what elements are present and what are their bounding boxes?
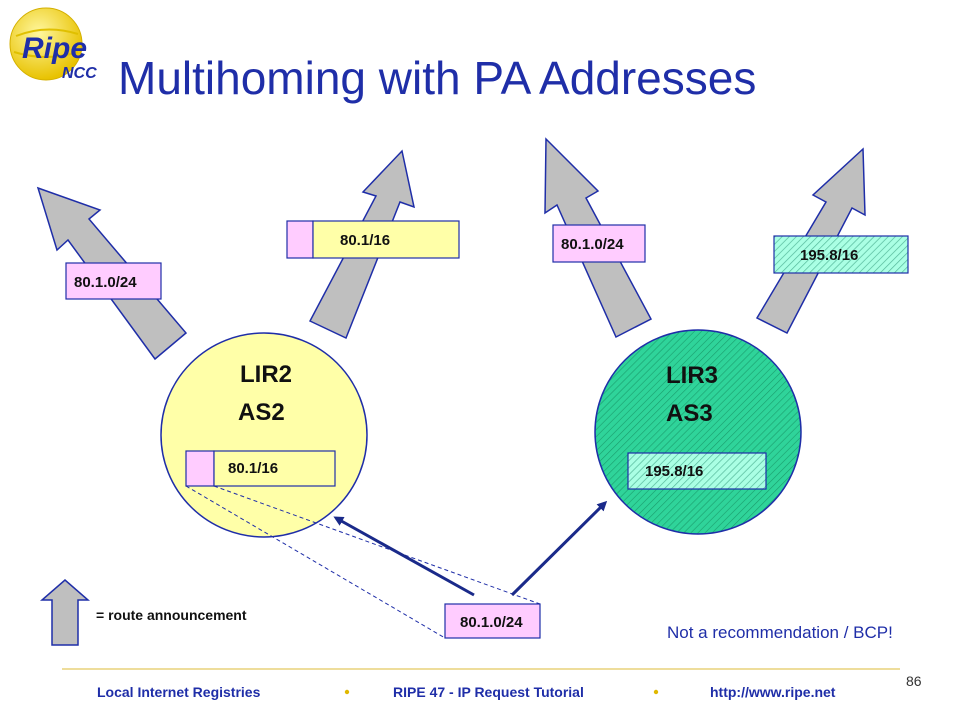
footer-dot	[344, 689, 350, 695]
footer-dot	[653, 689, 659, 695]
announcement-lir2-right: 80.1/16	[286, 220, 460, 259]
footer-center: RIPE 47 - IP Request Tutorial	[393, 684, 584, 700]
customer-link-lir2	[333, 516, 475, 597]
announcement-lir3-right-label: 195.8/16	[800, 247, 858, 264]
legend-arrow-icon	[39, 579, 91, 646]
assignment-dashed-line	[185, 485, 446, 639]
footer-right: http://www.ripe.net	[710, 684, 836, 700]
lir3-as: AS3	[666, 400, 713, 427]
lir2-as: AS2	[238, 399, 285, 426]
lir2-name: LIR2	[240, 361, 292, 388]
customer-prefix-label: 80.1.0/24	[460, 614, 523, 631]
ripe-ncc-logo: Ripe NCC	[9, 7, 97, 82]
announcement-lir2-right-label: 80.1/16	[340, 232, 390, 249]
lir3-name: LIR3	[666, 362, 718, 389]
announcement-lir3-left-label: 80.1.0/24	[561, 236, 624, 253]
lir2-prefix-box: 80.1/16	[185, 450, 336, 487]
announcement-lir3-right: 195.8/16	[773, 235, 909, 274]
lir3-prefix-box: 195.8/16	[627, 452, 767, 490]
assignment-dashed-line	[213, 485, 541, 605]
slide-title: Multihoming with PA Addresses	[118, 52, 756, 104]
announcement-lir2-left: 80.1.0/24	[65, 262, 162, 300]
legend-text: = route announcement	[96, 607, 247, 623]
logo-text-main: Ripe	[22, 32, 87, 65]
page-number: 86	[906, 673, 922, 689]
announcement-lir2-left-label: 80.1.0/24	[74, 274, 137, 291]
customer-link-lir3	[510, 500, 608, 597]
footer-left: Local Internet Registries	[97, 684, 261, 700]
legend: = route announcement	[39, 579, 247, 646]
lir2-prefix-label: 80.1/16	[228, 460, 278, 477]
lir3-prefix-label: 195.8/16	[645, 463, 703, 480]
announcement-lir3-left: 80.1.0/24	[552, 224, 646, 263]
note-text: Not a recommendation / BCP!	[667, 623, 893, 642]
logo-text-sub: NCC	[62, 65, 97, 82]
customer-prefix-box: 80.1.0/24	[444, 603, 541, 639]
lir3-router	[594, 329, 802, 535]
